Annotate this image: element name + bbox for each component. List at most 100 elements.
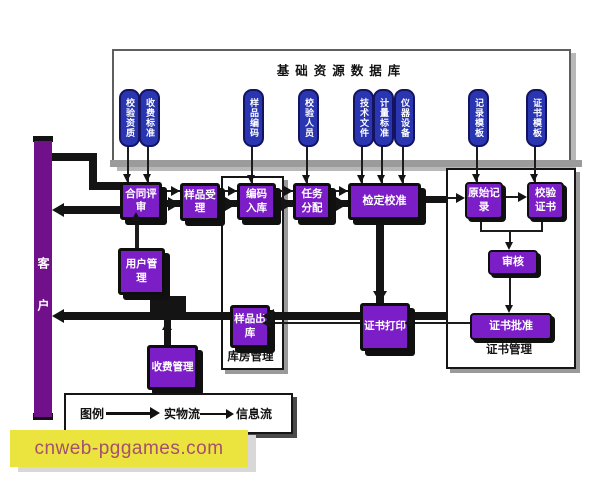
connector xyxy=(147,142,149,182)
connector xyxy=(381,142,383,183)
pill-instruments: 仪器设备 xyxy=(394,89,415,147)
physical-flow-line-sample xyxy=(106,412,150,415)
arrowhead xyxy=(143,174,151,182)
legend-physical-flow: 实物流 xyxy=(164,407,201,421)
connector xyxy=(361,142,363,183)
warehouse-group-label: 库房管理 xyxy=(227,351,274,363)
pill-cert-template: 证书模板 xyxy=(526,89,547,147)
database-box: 基础资源数据库 xyxy=(112,49,571,167)
watermark: cnweb-pggames.com xyxy=(10,430,248,467)
flow-line xyxy=(64,312,230,320)
flow-line xyxy=(274,312,360,320)
flow-line xyxy=(212,200,237,207)
connector xyxy=(476,142,478,182)
arrowhead xyxy=(404,318,413,328)
flow-line xyxy=(376,212,384,303)
connector xyxy=(323,190,348,192)
node-original-record: 原始记录 xyxy=(465,182,503,219)
node-contract-review: 合同评审 xyxy=(120,182,162,220)
node-sample-accept: 样品受理 xyxy=(180,183,220,221)
flow-line xyxy=(164,320,171,345)
arrowhead xyxy=(284,186,293,196)
connector xyxy=(135,216,139,248)
flow-line xyxy=(268,200,293,207)
arrowhead xyxy=(171,186,180,196)
legend-info-flow: 信息流 xyxy=(236,407,273,421)
arrowhead xyxy=(472,174,480,182)
connector xyxy=(268,190,293,192)
arrowhead xyxy=(281,197,293,211)
connector xyxy=(497,196,521,198)
arrowhead xyxy=(377,175,385,183)
node-user-mgmt: 用户管理 xyxy=(118,248,165,295)
arrowhead xyxy=(357,175,365,183)
arrowhead xyxy=(336,197,348,211)
flow-line xyxy=(52,153,97,161)
arrowhead xyxy=(52,309,64,323)
arrowhead xyxy=(131,212,141,221)
pill-technical-docs: 技术文件 xyxy=(353,89,374,147)
arrowhead xyxy=(373,291,387,303)
pill-fee-standard: 收费标准 xyxy=(139,89,160,147)
connector xyxy=(127,142,129,182)
certificate-group-label: 证书管理 xyxy=(486,344,532,356)
legend-title: 图例 xyxy=(80,407,105,421)
connector xyxy=(212,190,237,192)
connector xyxy=(446,197,458,199)
customer-bar: 客户 xyxy=(34,141,52,417)
connector xyxy=(534,142,536,182)
pill-record-template: 记录模板 xyxy=(468,89,489,147)
legend-box: 图例 实物流 信息流 xyxy=(64,393,293,434)
flow-line xyxy=(64,206,122,214)
arrowhead xyxy=(123,174,131,182)
connector xyxy=(480,215,482,232)
arrowhead xyxy=(247,175,255,183)
arrowhead xyxy=(518,192,527,202)
connector xyxy=(541,215,543,232)
watermark-text: cnweb-pggames.com xyxy=(34,437,224,459)
database-title: 基础资源数据库 xyxy=(276,64,407,78)
flow-line xyxy=(89,182,122,190)
connector xyxy=(306,142,308,183)
pill-sample-code: 样品编码 xyxy=(243,89,264,147)
flow-line xyxy=(154,200,180,207)
info-flow-line-sample xyxy=(200,413,226,415)
node-audit: 审核 xyxy=(488,250,538,275)
flow-junction-block xyxy=(150,296,186,312)
flow-line xyxy=(323,200,348,207)
arrowhead xyxy=(456,193,465,203)
arrowhead xyxy=(505,305,513,313)
node-calibration: 检定校准 xyxy=(348,183,421,220)
arrowhead xyxy=(226,409,234,419)
arrowhead xyxy=(505,242,513,250)
node-code-instock: 编码入库 xyxy=(237,183,276,220)
connector xyxy=(509,230,511,244)
arrowhead xyxy=(228,186,237,196)
flow-line xyxy=(413,196,446,203)
node-cert-print: 证书打印 xyxy=(360,303,410,351)
node-task-assign: 任务分配 xyxy=(293,183,331,220)
pill-check-personnel: 校验人员 xyxy=(298,89,319,147)
arrowhead xyxy=(162,321,172,330)
arrowhead xyxy=(225,197,237,211)
pill-check-qualification: 校验资质 xyxy=(119,89,140,147)
connector xyxy=(251,142,253,183)
arrowhead xyxy=(302,175,310,183)
node-fee-mgmt: 收费管理 xyxy=(147,345,198,390)
arrowhead xyxy=(168,197,180,211)
arrowhead xyxy=(262,318,271,328)
customer-label: 客户 xyxy=(36,257,50,341)
actor-bar-cap xyxy=(33,136,53,142)
node-calib-cert: 校验证书 xyxy=(527,182,564,219)
arrowhead xyxy=(150,407,160,419)
flow-line xyxy=(403,312,446,320)
node-cert-approve: 证书批准 xyxy=(470,313,552,340)
database-bottom-band xyxy=(110,160,582,167)
flow-line xyxy=(89,153,97,190)
connector xyxy=(509,269,511,306)
pill-measure-standard: 计量标准 xyxy=(373,89,394,147)
arrowhead xyxy=(398,175,406,183)
arrowhead xyxy=(530,174,538,182)
connector xyxy=(480,230,543,232)
